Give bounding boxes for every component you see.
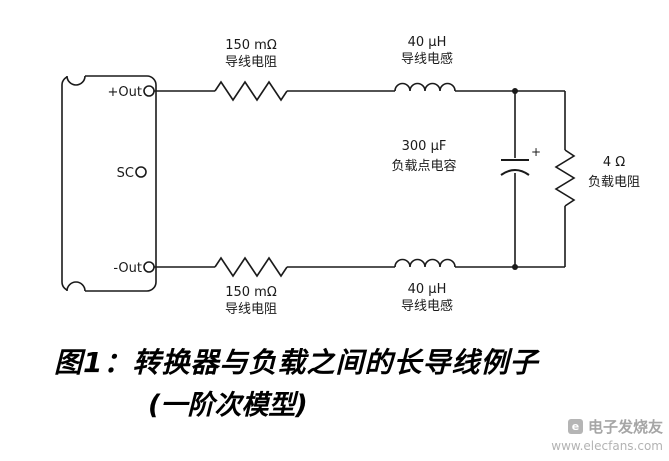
bottom-inductor-value: 40 μH xyxy=(408,282,447,297)
top-junction-dot xyxy=(512,88,518,94)
capacitor-bottom-plate xyxy=(500,169,530,176)
bottom-inductor-name: 导线电感 xyxy=(401,298,453,314)
top-inductor-symbol xyxy=(394,82,456,92)
watermark-url: www.elecfans.com xyxy=(551,439,663,453)
top-resistor-value: 150 mΩ xyxy=(225,38,277,53)
terminal-sc-label: SC xyxy=(117,166,134,181)
top-notch xyxy=(66,75,86,86)
figure-caption: 图1：转换器与负载之间的长导线例子 (一阶次模型) xyxy=(0,344,669,424)
caption-line1: 图1：转换器与负载之间的长导线例子 xyxy=(54,346,539,379)
terminal-pos-circle xyxy=(143,85,155,97)
terminal-sc-circle xyxy=(135,166,147,178)
bottom-inductor-symbol xyxy=(394,258,456,268)
load-resistor-value: 4 Ω xyxy=(603,155,625,170)
bottom-notch xyxy=(66,281,86,292)
converter-box xyxy=(61,74,157,293)
bottom-resistor-symbol xyxy=(214,256,288,278)
capacitor-name: 负载点电容 xyxy=(391,158,456,174)
bottom-resistor-name: 导线电阻 xyxy=(225,302,277,317)
bottom-junction-dot xyxy=(512,264,518,270)
bottom-resistor-value: 150 mΩ xyxy=(225,285,277,300)
watermark: e 电子发烧友 www.elecfans.com xyxy=(551,416,663,453)
top-inductor-name: 导线电感 xyxy=(401,51,453,67)
load-resistor-name: 负载电阻 xyxy=(588,175,640,190)
top-inductor-value: 40 μH xyxy=(408,35,447,50)
load-resistor-symbol xyxy=(554,149,576,207)
caption-line2: (一阶次模型) xyxy=(148,389,308,421)
capacitor-value: 300 μF xyxy=(402,139,447,154)
terminal-neg-circle xyxy=(143,261,155,273)
capacitor-polarity-sign: + xyxy=(531,145,541,159)
converter-outline xyxy=(61,75,157,292)
watermark-brand-row: e 电子发烧友 xyxy=(551,416,663,437)
terminal-pos-label: +Out xyxy=(108,85,142,100)
top-resistor-symbol xyxy=(214,80,288,102)
top-resistor-name: 导线电阻 xyxy=(225,55,277,70)
elecfans-logo-icon: e xyxy=(567,419,583,434)
terminal-neg-label: -Out xyxy=(113,261,142,276)
wires xyxy=(154,80,576,278)
watermark-brand: 电子发烧友 xyxy=(587,418,663,436)
